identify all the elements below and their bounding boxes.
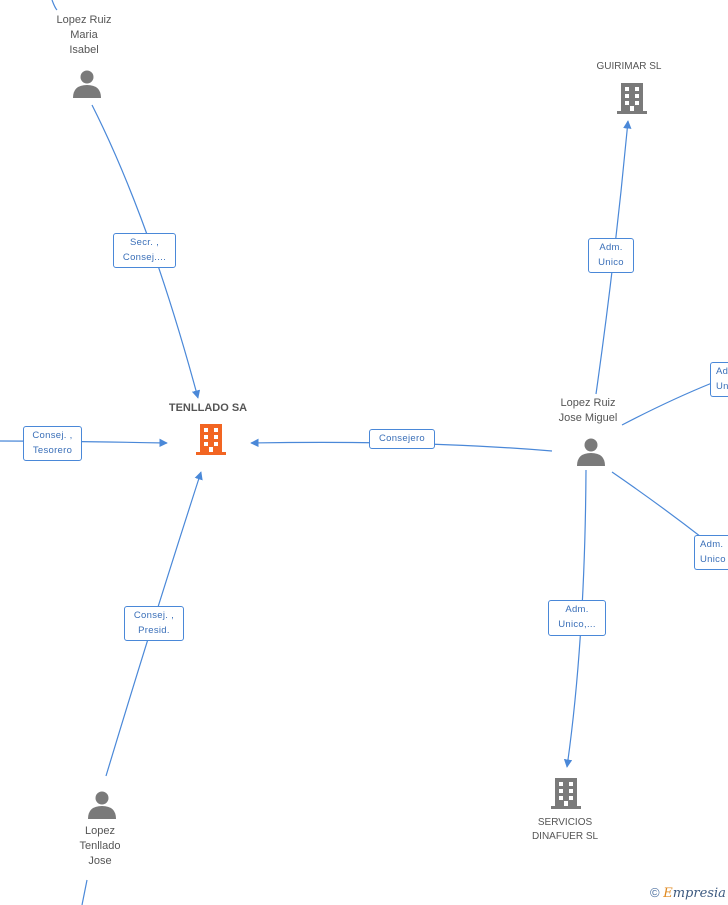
edge-josemiguel-right-top	[621, 382, 713, 426]
building-icon[interactable]	[194, 422, 228, 456]
edge-label-line: Adm.	[700, 539, 724, 550]
edge-label-line: Consej. ,	[32, 430, 73, 441]
node-name-line: Tenllado	[79, 840, 121, 852]
node-name: TENLLADO SA	[168, 402, 248, 414]
edge-josemiguel-right-bottom	[611, 471, 706, 541]
node-name: GUIRIMAR SL	[596, 61, 662, 72]
person-icon[interactable]	[87, 789, 117, 819]
edge-label-line: Unico	[598, 257, 624, 268]
edge-label-right-top[interactable]: Ad Un	[710, 362, 728, 397]
edge-label-line: Adm.	[565, 604, 589, 615]
node-label-lopez-tenllado-jose: Lopez Tenllado Jose	[50, 824, 150, 869]
node-label-tenllado-sa: TENLLADO SA	[150, 401, 266, 416]
edge-label-secr-consej[interactable]: Secr. , Consej....	[113, 233, 176, 268]
node-name-line: Jose Miguel	[558, 412, 618, 424]
building-icon[interactable]	[615, 81, 649, 115]
node-label-servicios-dinafuer: SERVICIOS DINAFUER SL	[515, 816, 615, 844]
edge-label-right-bottom[interactable]: Adm. Unico	[694, 535, 728, 570]
edge-label-line: Consej. ,	[133, 610, 175, 621]
edge-label-line: Secr. ,	[129, 237, 160, 248]
building-icon[interactable]	[549, 776, 583, 810]
edge-label-line: Tesorero	[32, 445, 73, 456]
node-name-line: Lopez	[85, 825, 115, 837]
node-label-lopez-ruiz-maria: Lopez Ruiz Maria Isabel	[34, 13, 134, 58]
node-name-line: SERVICIOS	[537, 817, 593, 828]
edge-label-line: Adm.	[599, 242, 623, 253]
node-label-guirimar: GUIRIMAR SL	[580, 60, 678, 74]
node-label-lopez-ruiz-jose: Lopez Ruiz Jose Miguel	[538, 396, 638, 426]
edge-label-consej-tesorero[interactable]: Consej. , Tesorero	[23, 426, 82, 461]
edge-label-line: Consejero	[378, 433, 425, 444]
brand-watermark: © Empresia	[650, 885, 726, 901]
brand-logo-e: E	[663, 886, 673, 901]
edge-label-consejero[interactable]: Consejero	[369, 429, 435, 449]
edge-label-line: Consej....	[122, 252, 167, 263]
edge-label-line: Unico	[700, 554, 726, 565]
edge-label-adm-unico-guirimar[interactable]: Adm. Unico	[588, 238, 634, 273]
node-name-line: Lopez Ruiz	[56, 14, 112, 26]
edge-label-line: Unico,...	[558, 619, 596, 630]
node-name-line: DINAFUER SL	[531, 831, 599, 842]
node-name-line: Lopez Ruiz	[560, 397, 616, 409]
node-name-line: Isabel	[69, 44, 99, 56]
edge-label-line: Un	[716, 381, 728, 392]
edge-label-line: Ad	[716, 366, 728, 377]
copyright-icon: ©	[650, 885, 660, 900]
edge-label-adm-unico-servicios[interactable]: Adm. Unico,...	[548, 600, 606, 636]
person-icon[interactable]	[72, 68, 102, 98]
person-icon[interactable]	[576, 436, 606, 466]
node-name-line: Jose	[88, 855, 112, 867]
node-name-line: Maria	[70, 29, 98, 41]
edge-bottom-stub	[81, 879, 88, 905]
brand-logo-text: mpresia	[672, 886, 726, 901]
edge-top-stub	[51, 0, 58, 11]
edge-label-consej-presid[interactable]: Consej. , Presid.	[124, 606, 184, 641]
edge-label-line: Presid.	[138, 625, 170, 636]
